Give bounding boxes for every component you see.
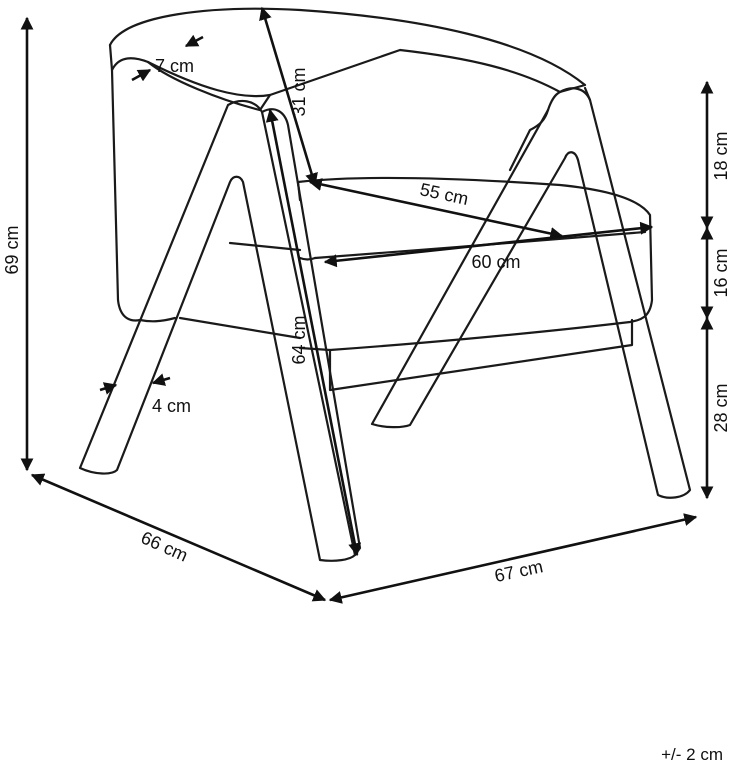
label-back-thickness: 7 cm <box>155 56 194 76</box>
label-height-total: 69 cm <box>2 225 22 274</box>
dim-depth-total <box>30 473 327 602</box>
label-leg-thickness: 4 cm <box>152 396 191 416</box>
dim-back-thickness-arrow-b <box>131 68 152 82</box>
dim-arm-length <box>265 108 362 557</box>
dimension-lines <box>20 6 714 604</box>
label-arm-length: 64 cm <box>289 315 309 364</box>
dim-back-thickness-arrow-a <box>184 34 204 48</box>
tolerance-note: +/- 2 cm <box>661 745 723 764</box>
label-seat-height: 28 cm <box>711 383 731 432</box>
dim-leg-thickness-arrow-b <box>151 373 171 386</box>
seat-rail <box>328 318 634 392</box>
dim-leg-thickness-arrow-a <box>99 382 118 395</box>
armchair-drawing <box>78 7 692 562</box>
label-depth-total: 66 cm <box>138 527 191 565</box>
dim-width-total <box>328 513 698 604</box>
label-back-height: 31 cm <box>289 67 309 116</box>
front-left-a-frame <box>78 99 357 562</box>
label-back-above-seat: 18 cm <box>711 131 731 180</box>
label-seat-depth: 55 cm <box>418 179 470 209</box>
label-seat-width: 60 cm <box>471 252 520 272</box>
dim-seat-width <box>323 221 654 268</box>
rear-right-a-frame <box>370 87 692 499</box>
dimension-labels: 69 cm 7 cm 31 cm 55 cm 60 cm 64 cm 4 cm … <box>2 56 731 586</box>
label-seat-cushion: 16 cm <box>711 248 731 297</box>
